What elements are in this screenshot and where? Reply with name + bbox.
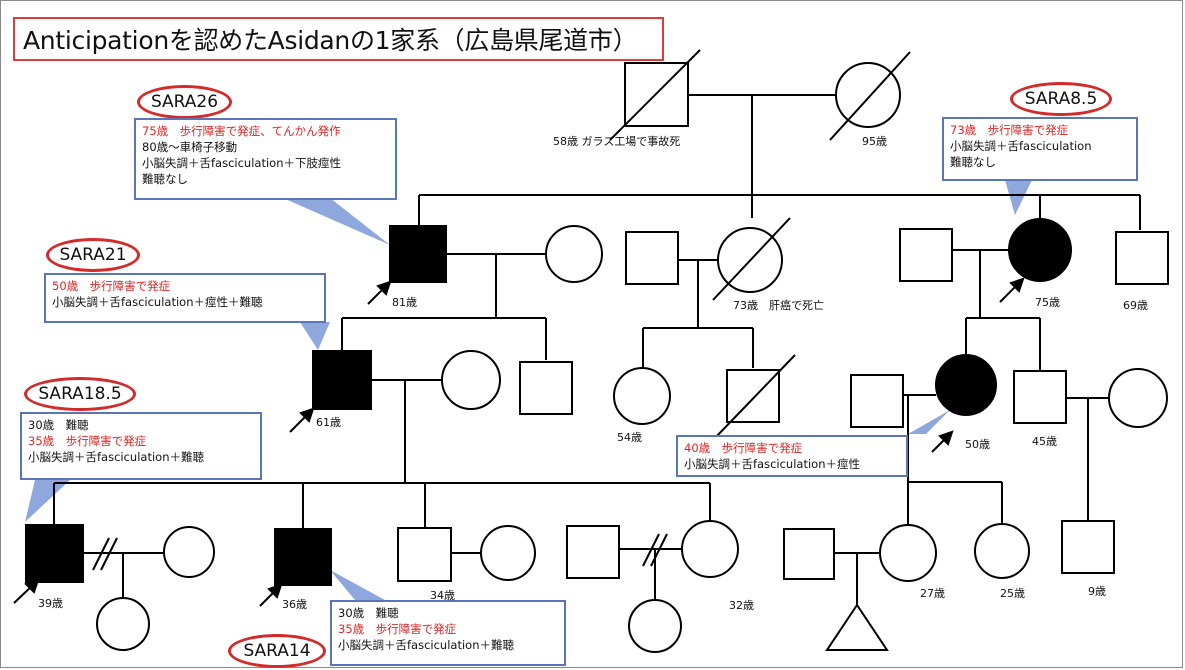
note-gen2-mother: 73歳 歩行障害で発症 小脳失調＋舌fasciculation 難聴なし [942,117,1138,181]
divorce-mark-a-gen4-fourth [642,533,660,567]
proband-arrow-gen3-son [289,407,315,433]
gen3-brother-square [519,361,573,415]
note-gen4-eldest-onset: 35歳 歩行障害で発症 [28,434,147,448]
callout-pointer-gen2-father [283,198,390,245]
note-gen3-son: 50歳 歩行障害で発症 小脳失調＋舌fasciculation＋痙性＋難聴 [44,273,326,323]
age-label-gen2-father: 81歳 [392,296,417,309]
gen4-eldest-square-affected [25,524,84,583]
gen4-granddaughter-b-circle [974,523,1030,579]
proband-arrow-gen4-eldest [13,578,40,604]
note-gen3-son-symptoms: 小脳失調＋舌fasciculation＋痙性＋難聴 [52,295,263,309]
note-gen2-father-hearing: 難聴なし [142,172,188,186]
note-gen4-second-symptoms: 小脳失調＋舌fasciculation＋難聴 [338,638,514,652]
age-label-gen4-granddaughter-b: 25歳 [1000,587,1025,600]
sara-label-gen4-eldest: SARA18.5 [24,377,136,411]
note-gen4-eldest: 30歳 難聴 35歳 歩行障害で発症 小脳失調＋舌fasciculation＋難… [20,412,262,480]
callout-pointer-gen3-son [300,322,330,350]
gen4-grandson-square [1061,520,1115,574]
gen2-sister-husband-square [625,231,679,285]
age-label-gen4-grandson: 9歳 [1088,585,1106,598]
age-label-gen4-granddaughter-a: 27歳 [920,587,945,600]
note-gen2-mother-onset: 73歳 歩行障害で発症 [950,123,1069,137]
proband-arrow-gen2-father [367,280,392,305]
gen4-granddaughter-a-circle [879,524,937,582]
gen3-son-b-wife-circle [1108,368,1168,428]
note-gen4-second-hearing: 30歳 難聴 [338,606,399,620]
gen5-child-eldest-circle [96,597,150,651]
gen3-cousin-daughter-circle [613,367,671,425]
callout-pointer-gen2-mother [1005,180,1032,215]
note-gen4-second-onset: 35歳 歩行障害で発症 [338,622,457,636]
age-label-gen3-cousin-daughter: 54歳 [617,431,642,444]
note-gen3-daughter-symptoms: 小脳失調＋舌fasciculation＋痙性 [684,457,860,471]
age-label-gen3-son-b: 45歳 [1032,435,1057,448]
gen2-father-square-affected [389,225,447,283]
age-label-gen3-daughter: 50歳 [965,438,990,451]
gen2-brother-square [1115,231,1169,285]
sara-label-gen3-son: SARA21 [46,238,140,272]
age-label-gen2-sister: 73歳 肝癌で死亡 [733,299,824,312]
note-gen2-father: 75歳 歩行障害で発症、てんかん発作 80歳～車椅子移動 小脳失調＋舌fasci… [134,118,397,200]
gen4-third-square [397,527,452,582]
note-gen2-father-symptoms: 小脳失調＋舌fasciculation＋下肢痙性 [142,156,341,170]
gen5-pregnancy-triangle [825,603,889,651]
divorce-mark-b-gen4-fourth [650,533,668,567]
callout-pointer-gen4-second [330,570,385,600]
age-label-gen4-third: 34歳 [430,589,455,602]
gen4-granddaughter-a-husband-square [783,528,835,580]
age-label-founder-father: 58歳 ガラス工場で事故死 [553,135,681,148]
note-gen3-daughter-onset: 40歳 歩行障害で発症 [684,441,803,455]
age-label-founder-mother: 95歳 [862,135,887,148]
divorce-mark-b-gen4-eldest [100,537,118,571]
note-gen2-mother-hearing: 難聴なし [950,155,996,169]
gen3-daughter-circle-affected [935,354,997,416]
sara-label-gen4-second: SARA14 [228,634,326,668]
deceased-slash-gen2-sister [712,217,791,301]
gen3-son-b-square [1013,370,1067,424]
age-label-gen2-brother: 69歳 [1123,299,1148,312]
note-gen3-son-onset: 50歳 歩行障害で発症 [52,279,171,293]
deceased-slash-founder-father [609,49,701,141]
gen2-father-wife-circle [545,225,603,283]
note-gen3-daughter: 40歳 歩行障害で発症 小脳失調＋舌fasciculation＋痙性 [676,435,908,477]
age-label-gen4-second: 36歳 [282,598,307,611]
proband-arrow-gen3-daughter [931,430,954,453]
gen3-daughter-husband-square [850,374,904,428]
gen4-eldest-ex-wife-circle [163,526,215,578]
sara-label-gen2-mother: SARA8.5 [1010,82,1112,116]
age-label-gen4-eldest: 39歳 [38,597,63,610]
gen2-mother-husband-square [899,228,953,282]
gen4-fourth-circle [681,520,739,578]
gen5-child-fourth-circle [628,599,682,653]
gen3-son-wife-circle [441,350,501,410]
proband-arrow-gen2-mother [999,277,1025,303]
proband-arrow-gen4-second [259,583,283,607]
callout-pointer-gen3-daughter [908,410,950,434]
gen3-cousin-son-square [726,369,780,423]
gen4-fourth-husband-square [566,525,620,579]
divorce-mark-a-gen4-eldest [92,537,110,571]
deceased-slash-gen3-cousin-son [714,354,796,439]
gen3-son-square-affected [312,350,372,410]
note-gen4-second: 30歳 難聴 35歳 歩行障害で発症 小脳失調＋舌fasciculation＋難… [330,600,566,666]
note-gen4-eldest-symptoms: 小脳失調＋舌fasciculation＋難聴 [28,450,204,464]
callout-pointer-gen4-eldest [25,480,70,522]
age-label-gen2-mother: 75歳 [1035,296,1060,309]
age-label-gen3-son: 61歳 [316,416,341,429]
age-label-gen4-fourth: 32歳 [729,599,754,612]
diagram-title: Anticipationを認めたAsidanの1家系（広島県尾道市） [13,17,664,61]
note-gen2-mother-symptoms: 小脳失調＋舌fasciculation [950,139,1092,153]
note-gen2-father-wheelchair: 80歳～車椅子移動 [142,140,238,154]
gen4-second-square-affected [274,528,332,586]
note-gen2-father-onset: 75歳 歩行障害で発症、てんかん発作 [142,124,341,138]
deceased-slash-founder-mother [829,51,911,141]
sara-label-gen2-father: SARA26 [137,85,232,119]
gen2-mother-circle-affected [1008,218,1072,282]
note-gen4-eldest-hearing: 30歳 難聴 [28,418,89,432]
gen4-third-wife-circle [480,525,536,581]
